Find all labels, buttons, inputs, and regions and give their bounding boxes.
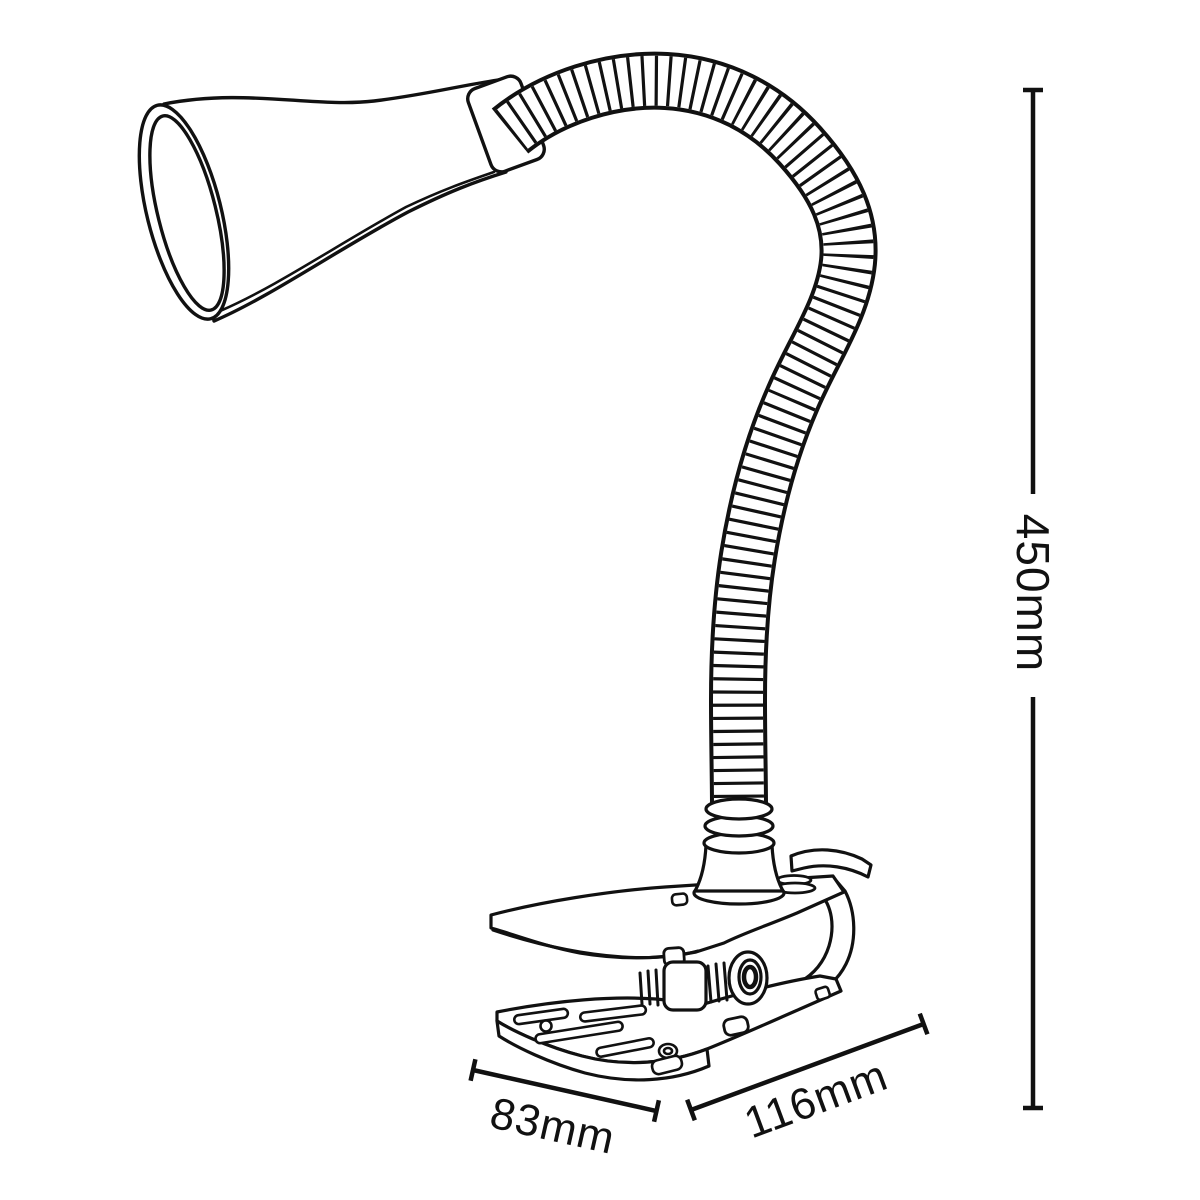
jaw-ring-hole-center — [662, 1046, 674, 1056]
power-cord — [789, 848, 873, 879]
dimension-height: 450mm — [1007, 87, 1059, 1111]
shade-wall-inner-line — [218, 170, 496, 313]
height-dim-label: 450mm — [1007, 514, 1059, 672]
spring-housing — [662, 960, 708, 1012]
spring-housing-foot — [722, 1015, 750, 1037]
jaw-slot — [578, 1004, 648, 1023]
width-dim-line — [690, 1021, 925, 1113]
jaw-hole — [539, 1019, 553, 1033]
top-jaw-hole — [670, 892, 689, 907]
shade-rim-inner — [148, 114, 226, 312]
width-dim-cap-right — [917, 1012, 930, 1036]
pivot-axle — [741, 964, 759, 990]
spring-coils-right — [706, 961, 729, 1004]
jaw-slot — [595, 1037, 655, 1058]
depth-dim-cap-right — [651, 1099, 662, 1123]
depth-dim-line — [472, 1067, 657, 1114]
width-dim-cap-left — [685, 1098, 697, 1122]
jaw-corner-hole — [814, 985, 832, 1002]
gooseneck-ribs — [494, 55, 874, 809]
clamp-base — [489, 797, 873, 1082]
lamp-shade — [137, 78, 508, 323]
jaw-foot-pad — [650, 1054, 684, 1076]
mount-ring-1 — [704, 797, 774, 821]
spring-coils-left — [638, 968, 660, 1007]
jaw-slot — [534, 1020, 624, 1045]
shade-rim-outer — [137, 103, 231, 321]
gooseneck — [491, 51, 878, 809]
depth-dim-cap-left — [468, 1058, 478, 1082]
